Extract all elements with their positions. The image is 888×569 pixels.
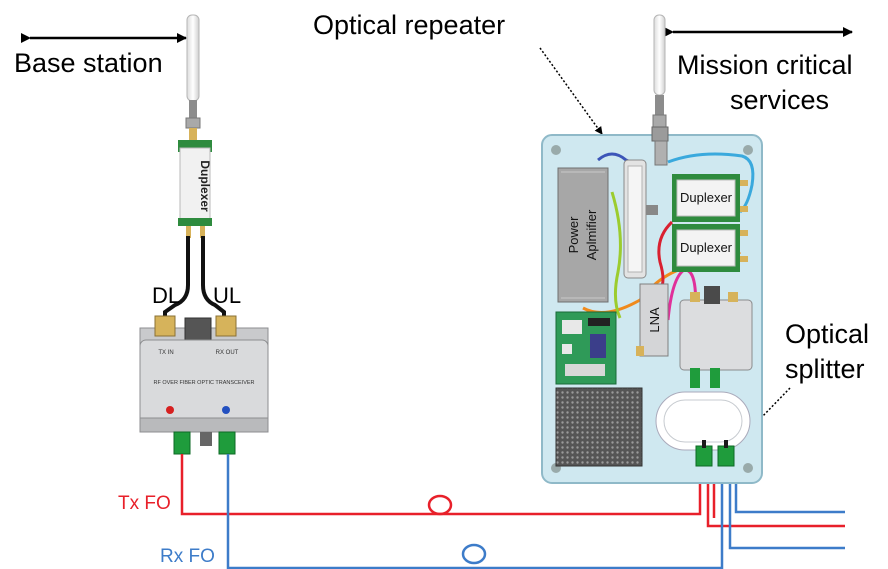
- control-board: [555, 311, 617, 385]
- right-antenna: [652, 14, 667, 128]
- duplexer-2-label: Duplexer: [680, 240, 733, 255]
- services-label: services: [730, 85, 830, 115]
- tx-fiber-path: [180, 454, 845, 528]
- ul-label: UL: [213, 283, 242, 308]
- power-amplifier-label-2: Aplmifier: [584, 209, 599, 260]
- transceiver-text: RF OVER FIBER OPTIC TRANSCEIVER: [153, 380, 254, 386]
- optical-splitter-label-1: Optical: [785, 319, 870, 349]
- dl-cable: [163, 236, 190, 328]
- repeater-pointer-line: [539, 47, 603, 135]
- power-supply: [555, 387, 643, 467]
- yellow-green-cable: [610, 191, 622, 319]
- left-antenna: [185, 14, 201, 142]
- repeater-transceiver: [679, 286, 753, 388]
- optical-splitter: [695, 440, 735, 467]
- power-amplifier-label-1: Power: [566, 216, 581, 254]
- base-station-label: Base station: [14, 48, 163, 78]
- duplexer-1-label: Duplexer: [680, 190, 733, 205]
- power-amplifier: [557, 167, 609, 303]
- tx-fo-label: Tx FO: [118, 493, 171, 514]
- repeater-duplexer-2: [672, 224, 748, 272]
- ul-cable: [201, 236, 226, 328]
- left-duplexer-label: Duplexer: [198, 160, 212, 212]
- optical-repeater-label: Optical repeater: [313, 10, 506, 40]
- optical-splitter-label-2: splitter: [785, 354, 865, 384]
- transceiver-tx-in: TX IN: [158, 350, 173, 356]
- rx-fo-label: Rx FO: [160, 546, 215, 567]
- filter-tube: [623, 159, 658, 279]
- dl-label: DL: [152, 283, 181, 308]
- repeater-duplexer-1: [672, 174, 748, 222]
- lna-module: [636, 283, 669, 357]
- left-duplexer: [178, 140, 212, 238]
- mission-critical-label: Mission critical: [677, 50, 853, 80]
- rf-fiber-transceiver: [139, 315, 269, 455]
- transceiver-rx-out: RX OUT: [216, 350, 239, 356]
- lna-label: LNA: [647, 307, 662, 333]
- cyan-cable: [667, 152, 755, 214]
